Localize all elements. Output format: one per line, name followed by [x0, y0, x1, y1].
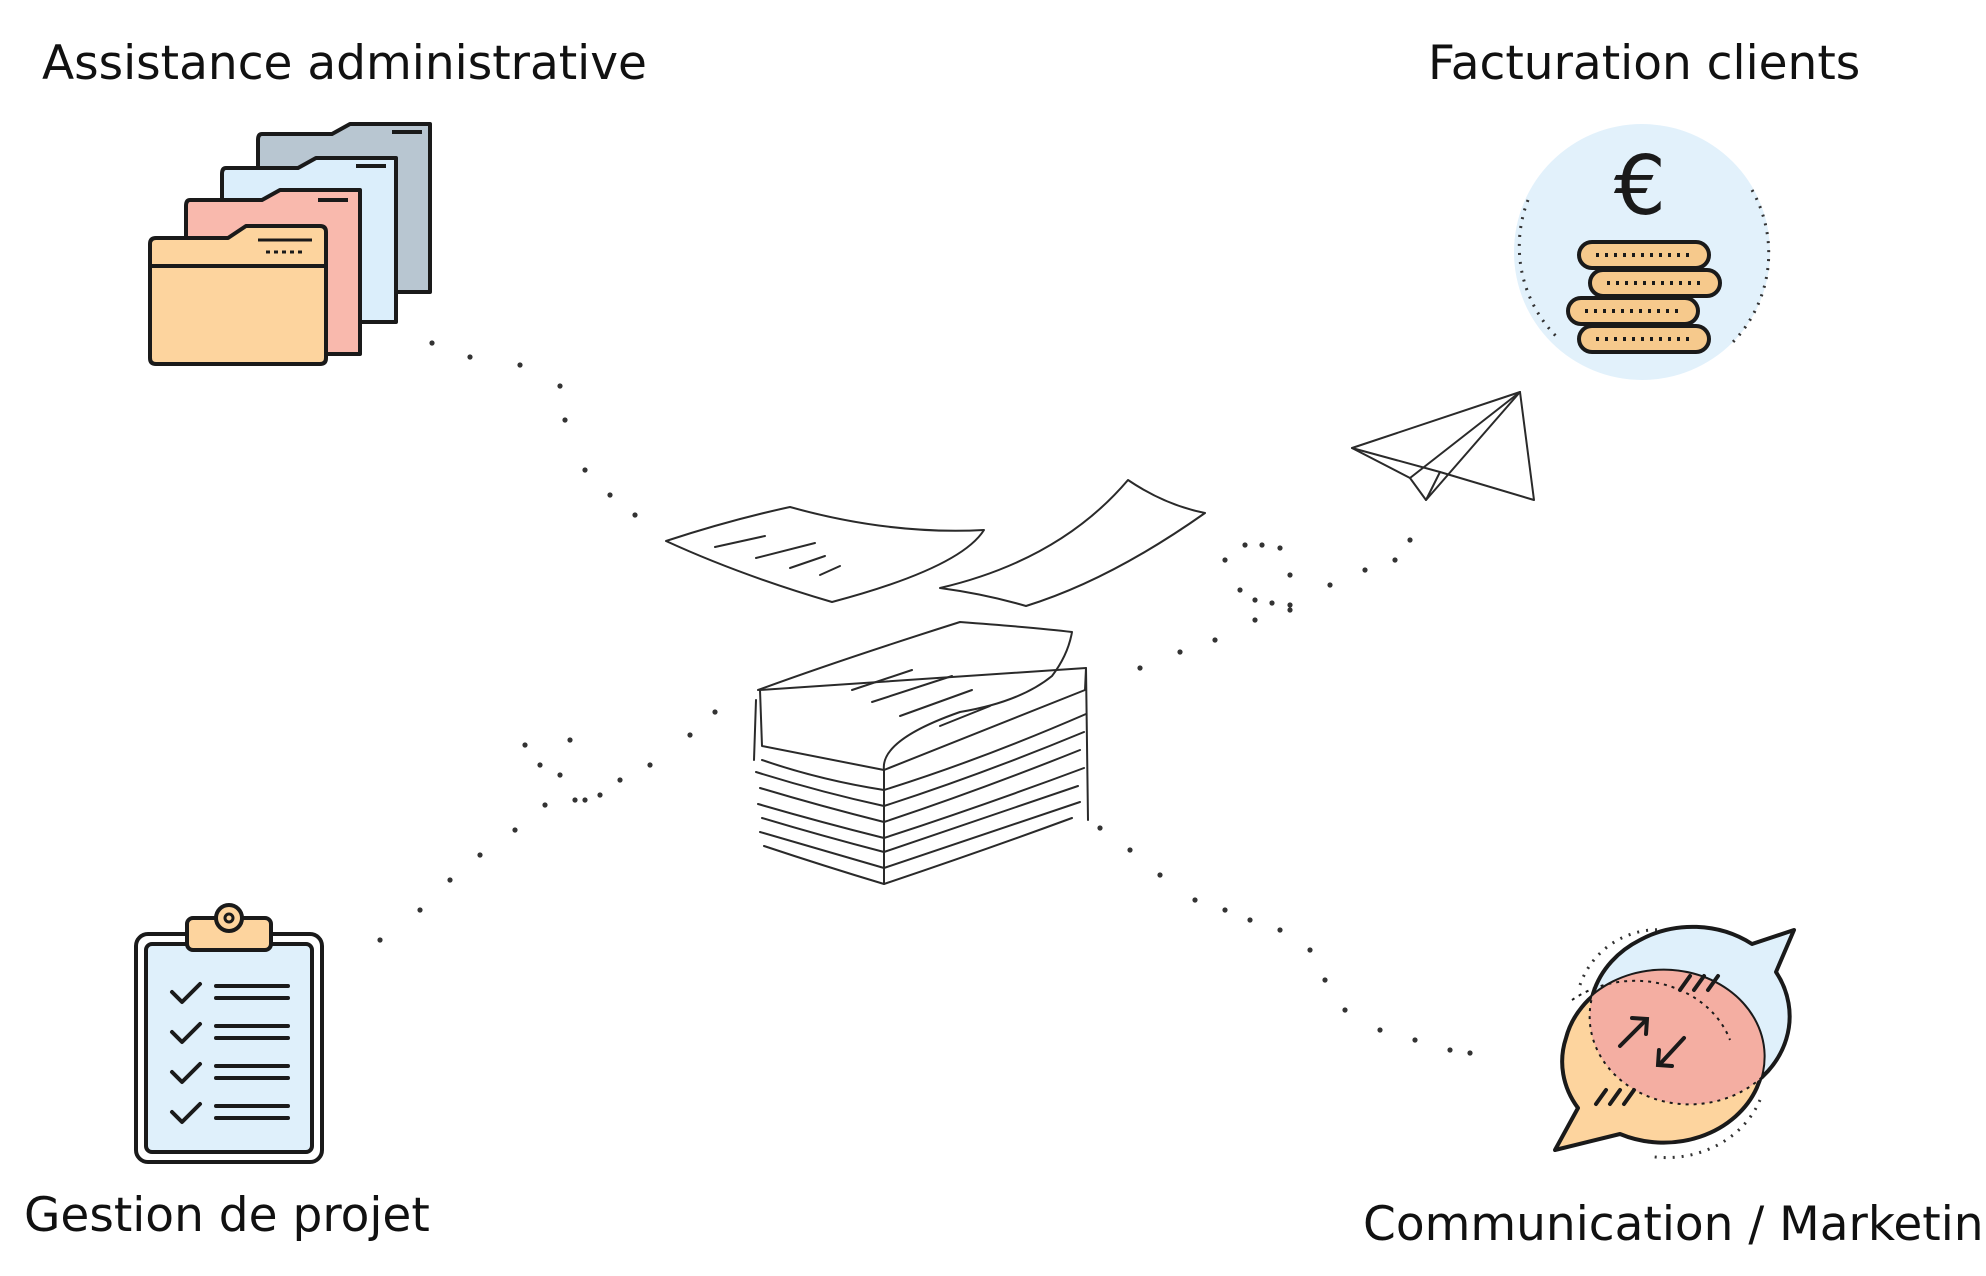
connector-dot: [517, 362, 523, 368]
floating-sheet-left: [665, 506, 985, 603]
connector-dot: [1269, 600, 1275, 606]
connector-dot: [1307, 947, 1313, 953]
svg-text:€: €: [1614, 139, 1666, 234]
connector-dot: [477, 852, 483, 858]
label-facturation-clients: Facturation clients: [1428, 36, 1861, 91]
connector-dot: [647, 762, 653, 768]
connector-dot: [1192, 897, 1198, 903]
label-gestion-de-projet: Gestion de projet: [24, 1188, 430, 1243]
connector-dot: [429, 340, 435, 346]
connector-dot: [1127, 847, 1133, 853]
connector-dot: [1327, 582, 1333, 588]
connector-dot: [1412, 1037, 1418, 1043]
connector-dot: [1287, 572, 1293, 578]
connector-dot: [377, 937, 383, 943]
connector-dot: [1222, 557, 1228, 563]
connector-dot: [1259, 542, 1265, 548]
connector-dot: [447, 877, 453, 883]
folders-icon: [148, 122, 432, 366]
connector-dot: [1342, 1007, 1348, 1013]
connector-dot: [417, 907, 423, 913]
connector-dot: [1467, 1050, 1473, 1056]
connector-dot: [542, 802, 548, 808]
label-assistance-administrative: Assistance administrative: [42, 36, 647, 91]
euro-coins-icon: €: [1514, 124, 1771, 380]
connector-dot: [1407, 537, 1413, 543]
connector-dot: [607, 492, 613, 498]
connector-dot: [1137, 665, 1143, 671]
connector-dot: [1177, 649, 1183, 655]
connector-dot: [1247, 917, 1253, 923]
connector-dot: [522, 742, 528, 748]
connector-dot: [712, 709, 718, 715]
connector-dot: [597, 792, 603, 798]
connector-dot: [562, 417, 568, 423]
paper-stack-icon: [753, 621, 1089, 885]
connector-dot: [557, 383, 563, 389]
label-communication-marketing: Communication / Marketing: [1363, 1197, 1986, 1252]
dotted-connectors: [377, 340, 1473, 1056]
connector-dot: [1362, 567, 1368, 573]
connector-dot: [1287, 607, 1293, 613]
floating-sheet-right: [939, 479, 1206, 607]
connector-dot: [687, 732, 693, 738]
connector-dot: [582, 797, 588, 803]
connector-dot: [1447, 1047, 1453, 1053]
connector-dot: [467, 354, 473, 360]
connector-dot: [1277, 927, 1283, 933]
connector-dot: [557, 772, 563, 778]
connector-dot: [1222, 907, 1228, 913]
connector-dot: [632, 512, 638, 518]
connector-dot: [582, 467, 588, 473]
paper-plane-icon: [1351, 391, 1535, 501]
connector-dot: [572, 797, 578, 803]
connector-dot: [617, 777, 623, 783]
clipboard-checklist-icon: [134, 903, 324, 1164]
connector-dot: [1097, 825, 1103, 831]
connector-dot: [1322, 977, 1328, 983]
connector-dot: [1277, 545, 1283, 551]
connector-dot: [1287, 602, 1293, 608]
connector-dot: [1212, 637, 1218, 643]
connector-dot: [537, 762, 543, 768]
connector-dot: [1252, 597, 1258, 603]
speech-bubbles-icon: [1553, 924, 1796, 1160]
connector-dot: [1377, 1027, 1383, 1033]
connector-dot: [567, 737, 573, 743]
connector-dot: [512, 827, 518, 833]
connector-dot: [1252, 617, 1258, 623]
connector-dot: [1392, 557, 1398, 563]
connector-dot: [1242, 542, 1248, 548]
connector-dot: [1157, 872, 1163, 878]
connector-dot: [1237, 587, 1243, 593]
